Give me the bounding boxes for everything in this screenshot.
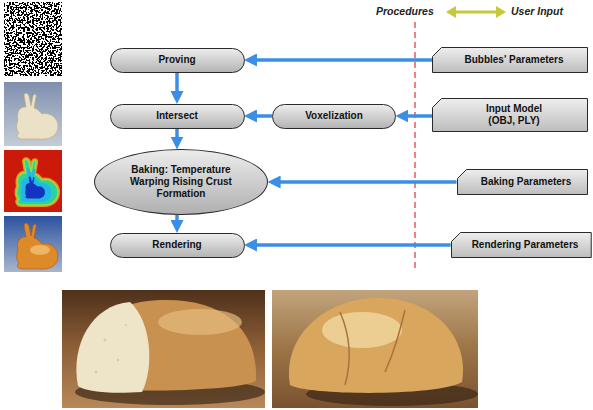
node-text: Voxelization [305, 110, 363, 122]
flow-arrow [275, 180, 456, 184]
procedure-node: Voxelization [272, 104, 396, 129]
heat-rim [17, 159, 58, 205]
tab-shape [451, 233, 591, 258]
flow-arrow [175, 129, 179, 143]
node-label: Proving [158, 54, 195, 66]
tab-shape [433, 99, 588, 132]
node-label: Voxelization [305, 110, 363, 122]
arrow-head [496, 6, 506, 18]
node-text: Baking Parameters [481, 176, 572, 188]
node-text: Input Model (OBJ, PLY) [474, 103, 554, 127]
crumb-hole [117, 359, 119, 361]
node-label: Bubbles' Parameters [464, 54, 563, 66]
heat-thumbnail [4, 150, 62, 212]
node-text: Rendering Parameters [472, 239, 579, 251]
arrow-head [446, 6, 456, 18]
node-label: Rendering [152, 239, 201, 251]
bunny-thumbnail [4, 82, 62, 146]
node-text: Intersect [156, 110, 198, 122]
thumb-ground [4, 82, 62, 146]
crumb-hole [95, 371, 98, 374]
node-text: Proving [158, 54, 195, 66]
crust-highlight [158, 309, 242, 335]
crumb-hole [104, 339, 107, 342]
loaf-crack [340, 312, 349, 385]
node-text: Baking: Temperature Warping Rising Crust… [125, 164, 237, 200]
flow-arrow [175, 73, 179, 97]
user-input-box: Baking Parameters [457, 169, 588, 195]
bread-crumb [76, 302, 149, 393]
render-thumbnail [4, 216, 62, 272]
procedure-node: Proving [110, 48, 245, 73]
node-text: Rendering [152, 239, 201, 251]
flow-arrow [252, 243, 451, 247]
heat-ground [4, 150, 62, 212]
photo-ground [62, 290, 265, 408]
loaf-crack [385, 310, 405, 372]
tab-shape [433, 48, 588, 73]
header-arrow [446, 6, 506, 18]
bread-loaf [289, 298, 463, 393]
node-label: Input Model (OBJ, PLY) [474, 103, 554, 127]
node-label: Rendering Parameters [472, 239, 579, 251]
user-input-box: Rendering Parameters [451, 232, 592, 258]
tab-shape [457, 170, 587, 195]
header-label: User Input [511, 5, 563, 18]
flow-arrow [403, 114, 432, 118]
node-label: Baking Parameters [481, 176, 572, 188]
header-label: Procedures [376, 5, 434, 18]
procedure-node: Intersect [110, 104, 245, 129]
user-input-box: Input Model (OBJ, PLY) [432, 98, 588, 132]
photo-ground [272, 290, 478, 408]
heat-band [17, 159, 58, 205]
bubble-noise [4, 2, 62, 76]
crumb-hole [125, 324, 127, 326]
heat-core [25, 177, 45, 199]
node-text: Bubbles' Parameters [464, 54, 563, 66]
bread-cut-photo [62, 290, 265, 408]
flow-arrow [252, 114, 273, 118]
flow-arrow [175, 215, 179, 226]
render-ground [4, 216, 62, 272]
user-input-box: Bubbles' Parameters [432, 47, 588, 73]
bunny-model [17, 93, 58, 139]
baking-node: Baking: Temperature Warping Rising Crust… [94, 149, 268, 215]
loaf-highlight [322, 312, 402, 348]
noise-thumbnail [4, 2, 62, 76]
bread-whole-photo [272, 290, 478, 408]
flow-arrow [252, 58, 433, 62]
arrow-shaft [454, 11, 498, 14]
node-label: Intersect [156, 110, 198, 122]
bread-highlight [30, 245, 50, 255]
procedure-node: Rendering [110, 233, 245, 258]
node-label: Baking: Temperature Warping Rising Crust… [125, 164, 237, 200]
heat-inner [21, 168, 52, 202]
bread-bunny [17, 223, 58, 269]
